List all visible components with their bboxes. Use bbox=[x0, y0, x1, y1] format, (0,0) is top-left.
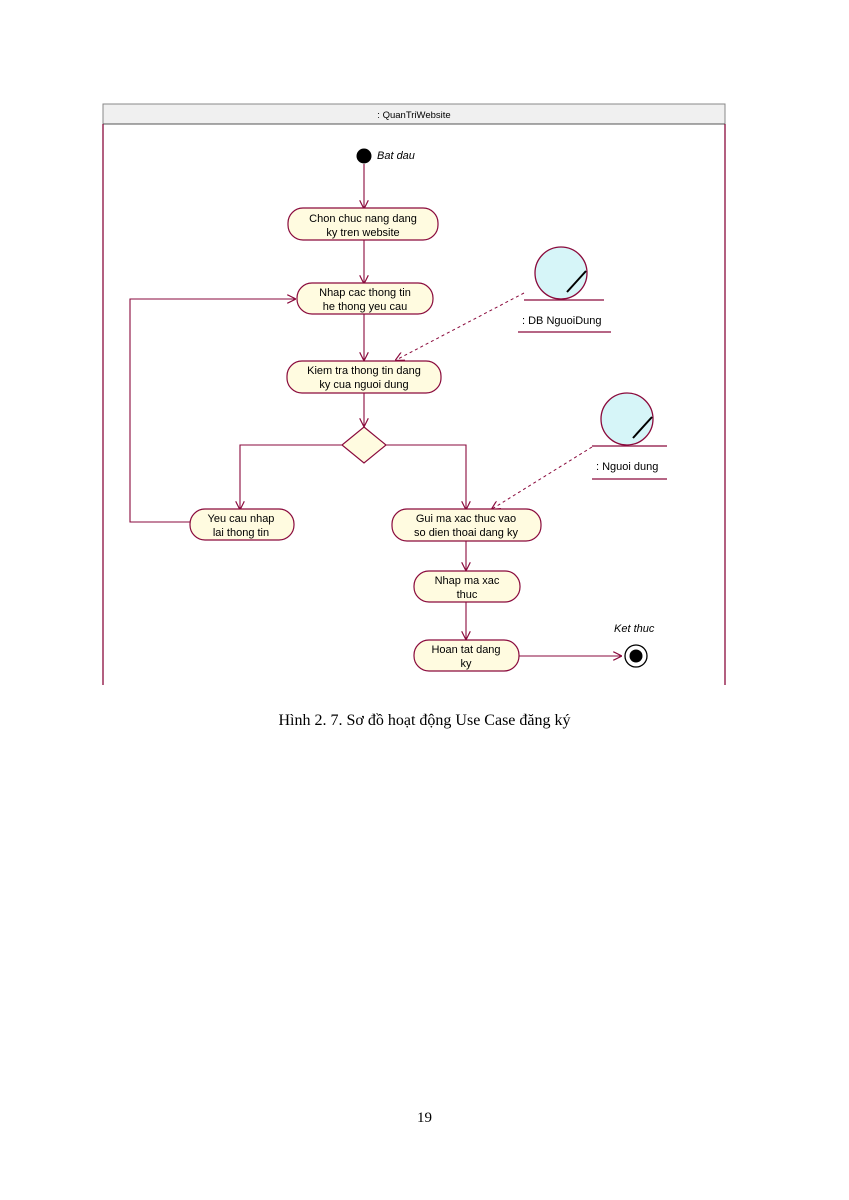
swimlane: : QuanTriWebsite bbox=[102, 103, 726, 685]
svg-text:ky tren website: ky tren website bbox=[326, 227, 399, 239]
svg-text:Chon chuc nang dang: Chon chuc nang dang bbox=[309, 213, 417, 225]
svg-text:he thong yeu cau: he thong yeu cau bbox=[323, 301, 407, 313]
activity-diagram: : QuanTriWebsite Bat dau Chon chuc nang … bbox=[102, 103, 726, 685]
svg-text:Kiem tra thong tin dang: Kiem tra thong tin dang bbox=[307, 365, 421, 377]
figure-caption: Hình 2. 7. Sơ đồ hoạt động Use Case đăng… bbox=[278, 712, 571, 729]
user-object-label: : Nguoi dung bbox=[596, 461, 658, 473]
swimlane-title: : QuanTriWebsite bbox=[377, 110, 450, 121]
svg-text:Nhap cac thong tin: Nhap cac thong tin bbox=[319, 287, 411, 299]
activity-line: ky cua nguoi dung bbox=[319, 379, 408, 391]
db-dependency bbox=[396, 292, 525, 360]
svg-text:so dien thoai dang ky: so dien thoai dang ky bbox=[414, 527, 518, 539]
start-node: Bat dau bbox=[356, 148, 415, 164]
activity-line: Gui ma xac thuc vao bbox=[416, 513, 516, 525]
activity-line: ky tren website bbox=[326, 227, 399, 239]
activity-kiem-tra: Kiem tra thong tin dang ky cua nguoi dun… bbox=[286, 360, 442, 394]
svg-text:Yeu cau nhap: Yeu cau nhap bbox=[208, 513, 275, 525]
activity-line: Chon chuc nang dang bbox=[309, 213, 417, 225]
activity-line: Nhap ma xac bbox=[435, 575, 500, 587]
svg-text:lai thong tin: lai thong tin bbox=[213, 527, 269, 539]
activity-nhap-thong-tin: Nhap cac thong tin he thong yeu cau bbox=[296, 282, 434, 315]
activity-gui-ma-xac-thuc: Gui ma xac thuc vao so dien thoai dang k… bbox=[391, 508, 542, 542]
decision-node bbox=[341, 426, 387, 464]
control-flows bbox=[129, 164, 621, 656]
activity-hoan-tat-dang-ky: Hoan tat dang ky bbox=[413, 639, 520, 672]
activity-line: Nhap cac thong tin bbox=[319, 287, 411, 299]
activity-yeu-cau-nhap-lai: Yeu cau nhap lai thong tin bbox=[189, 508, 295, 541]
svg-text:Nhap ma xac: Nhap ma xac bbox=[435, 575, 500, 587]
start-label: Bat dau bbox=[377, 150, 415, 162]
page-number: 19 bbox=[417, 1110, 432, 1126]
svg-text:thuc: thuc bbox=[457, 589, 478, 601]
activity-line: so dien thoai dang ky bbox=[414, 527, 518, 539]
svg-text:Gui ma xac thuc vao: Gui ma xac thuc vao bbox=[416, 513, 516, 525]
db-object-label: : DB NguoiDung bbox=[522, 315, 602, 327]
svg-text:ky: ky bbox=[461, 658, 473, 670]
activity-line: he thong yeu cau bbox=[323, 301, 407, 313]
activity-line: ky bbox=[461, 658, 473, 670]
activity-nhap-ma-xac-thuc: Nhap ma xac thuc bbox=[413, 570, 521, 603]
activity-line: lai thong tin bbox=[213, 527, 269, 539]
user-dependency bbox=[492, 446, 593, 509]
end-node: Ket thuc bbox=[614, 623, 655, 668]
activity-chon-chuc-nang: Chon chuc nang dang ky tren website bbox=[287, 207, 439, 241]
object-db-nguoidung: : DB NguoiDung bbox=[518, 246, 611, 333]
activity-line: thuc bbox=[457, 589, 478, 601]
end-label: Ket thuc bbox=[614, 623, 655, 635]
activity-line: Hoan tat dang bbox=[431, 644, 500, 656]
activity-line: Kiem tra thong tin dang bbox=[307, 365, 421, 377]
svg-text:ky cua nguoi dung: ky cua nguoi dung bbox=[319, 379, 408, 391]
svg-text:Hoan tat dang: Hoan tat dang bbox=[431, 644, 500, 656]
activity-line: Yeu cau nhap bbox=[208, 513, 275, 525]
object-nguoi-dung: : Nguoi dung bbox=[592, 392, 667, 480]
